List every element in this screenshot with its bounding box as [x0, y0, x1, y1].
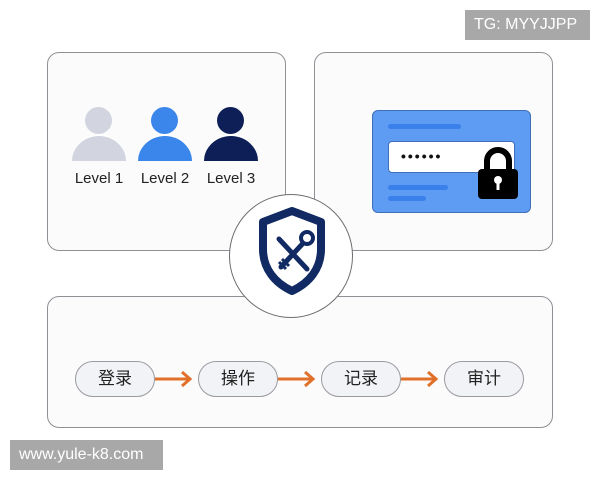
- step-login: 登录: [75, 361, 155, 397]
- step-audit: 审计: [444, 361, 524, 397]
- lock-icon: [478, 147, 518, 199]
- step-record: 记录: [321, 361, 401, 397]
- shield-key-icon: [259, 207, 325, 295]
- form-text-line: [388, 196, 426, 201]
- watermark-top: TG: MYYJJPP: [465, 10, 590, 40]
- level-2-label: Level 2: [140, 170, 190, 187]
- watermark-bottom: www.yule-k8.com: [10, 440, 163, 470]
- user-level-3-icon: [204, 107, 258, 163]
- arrow-right-icon: [278, 370, 316, 388]
- arrow-right-icon: [155, 370, 193, 388]
- form-text-line: [388, 185, 448, 190]
- form-text-line: [388, 124, 461, 129]
- user-level-2-icon: [138, 107, 192, 163]
- password-field: ••••••: [388, 141, 515, 173]
- level-3-label: Level 3: [206, 170, 256, 187]
- arrow-right-icon: [401, 370, 439, 388]
- level-1-label: Level 1: [74, 170, 124, 187]
- step-operate: 操作: [198, 361, 278, 397]
- user-level-1-icon: [72, 107, 126, 163]
